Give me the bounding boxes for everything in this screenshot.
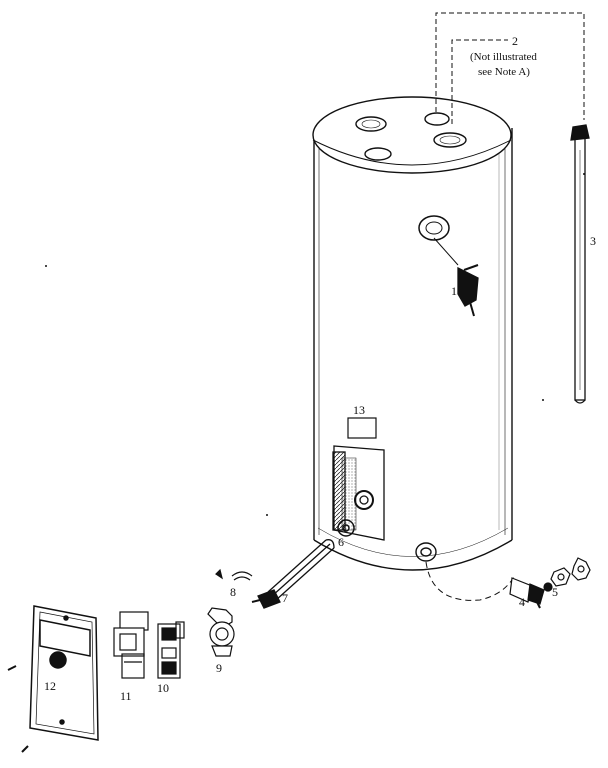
top-port xyxy=(355,116,387,132)
part-4-drain-valve xyxy=(509,577,545,609)
stray-marks xyxy=(45,173,585,516)
top-port xyxy=(424,112,450,126)
part-7-heating-element xyxy=(251,539,335,609)
water-heater-tank xyxy=(312,96,513,571)
label-11: 11 xyxy=(120,689,132,703)
label-7: 7 xyxy=(282,591,288,605)
label-2-note-line1: (Not illustrated xyxy=(470,51,537,63)
part-10-thermostat xyxy=(157,621,185,679)
label-13: 13 xyxy=(353,403,365,417)
part-1-valve xyxy=(457,264,479,317)
label-2-note-line2: see Note A) xyxy=(478,66,530,78)
part-5-washer-nut xyxy=(543,557,591,592)
top-port xyxy=(433,132,467,148)
tank-top xyxy=(312,96,512,174)
part-6-port xyxy=(337,519,355,537)
part-3-anode-rod xyxy=(570,124,590,404)
part-2-leader xyxy=(435,12,585,124)
element-port xyxy=(354,490,374,510)
part-4-leader xyxy=(425,561,516,601)
part-13-label xyxy=(347,417,377,439)
label-12: 12 xyxy=(44,679,56,693)
access-opening xyxy=(332,445,385,541)
part-9-thermostat xyxy=(207,607,235,657)
label-4: 4 xyxy=(519,595,525,609)
top-port xyxy=(364,147,392,161)
label-1: 1 xyxy=(451,284,457,298)
label-9: 9 xyxy=(216,661,222,675)
relief-valve-opening xyxy=(418,215,450,241)
label-3: 3 xyxy=(590,234,596,248)
label-10: 10 xyxy=(157,681,169,695)
label-5: 5 xyxy=(552,585,558,599)
label-8: 8 xyxy=(230,585,236,599)
part-8-gasket xyxy=(215,568,253,581)
part-11-bracket xyxy=(113,611,149,679)
part-12-access-cover xyxy=(29,605,99,741)
label-6: 6 xyxy=(338,535,344,549)
label-2: 2 xyxy=(512,34,518,48)
drain-opening xyxy=(415,542,437,562)
screw xyxy=(7,665,29,753)
